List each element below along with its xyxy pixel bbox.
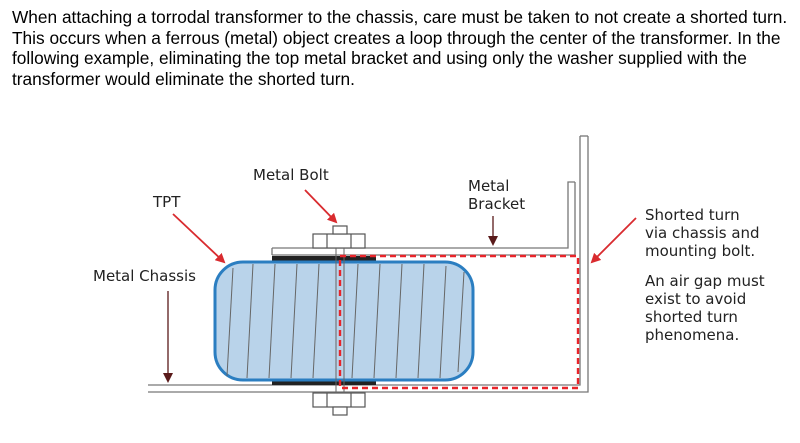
- arrow-shorted-turn: [590, 217, 637, 264]
- label-metal-chassis: Metal Chassis: [93, 267, 196, 285]
- label-metal-bracket-line1: Metal: [468, 177, 509, 195]
- arrow-metal-bolt: [304, 189, 338, 224]
- label-air-gap-line1: An air gap must: [645, 272, 765, 290]
- label-tpt: TPT: [152, 193, 181, 211]
- top-nut: [312, 225, 366, 249]
- label-metal-bolt: Metal Bolt: [253, 166, 329, 184]
- mounting-bolt: [335, 248, 345, 393]
- top-washer: [272, 256, 376, 261]
- label-shorted-turn-line3: mounting bolt.: [645, 242, 755, 260]
- bottom-washer: [272, 380, 376, 385]
- label-air-gap-line4: phenomena.: [645, 326, 739, 344]
- arrow-tpt: [172, 213, 226, 264]
- intro-paragraph: When attaching a torrodal transformer to…: [12, 7, 788, 89]
- label-air-gap-line3: shorted turn: [645, 308, 738, 326]
- shorted-turn-path: [338, 254, 580, 390]
- label-shorted-turn-line2: via chassis and: [645, 224, 760, 242]
- label-air-gap-line2: exist to avoid: [645, 290, 746, 308]
- bottom-nut: [312, 392, 366, 416]
- label-metal-bracket-line2: Bracket: [468, 195, 525, 213]
- label-shorted-turn-line1: Shorted turn: [645, 206, 740, 224]
